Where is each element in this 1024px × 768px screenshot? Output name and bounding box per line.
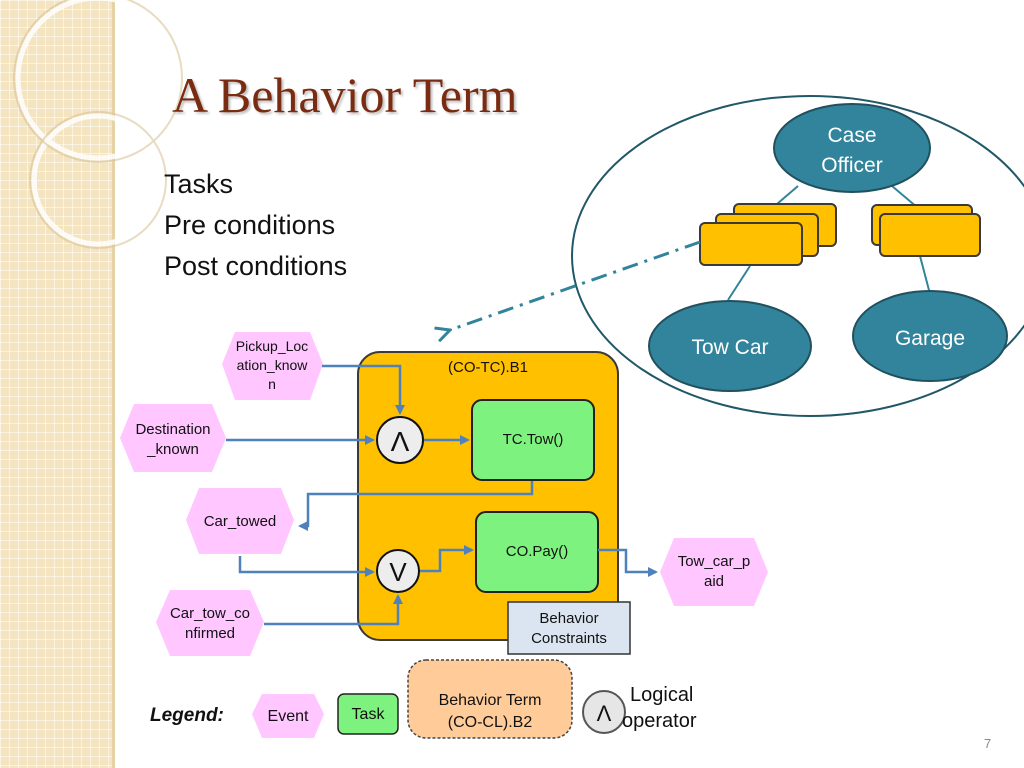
event-destination: Destination _known <box>120 404 226 472</box>
event-car-tow-confirmed: Car_tow_co nfirmed <box>156 590 264 656</box>
node-case-officer-line2: Officer <box>821 154 882 177</box>
operator-or-symbol: V <box>389 557 407 587</box>
node-case-officer: Case Officer <box>773 103 931 193</box>
event-tow-car-paid-line2: aid <box>704 573 724 590</box>
legend-task: Task <box>337 693 399 735</box>
behavior-constraints: Behavior Constraints <box>507 601 631 655</box>
operator-or: V <box>376 549 420 593</box>
legend-event-label: Event <box>268 708 309 725</box>
decorative-rings <box>15 0 181 247</box>
event-car-towed: Car_towed <box>186 488 294 554</box>
legend-task-label: Task <box>352 706 386 723</box>
legend-title: Legend: <box>150 705 224 726</box>
node-tow-car: Tow Car <box>648 300 812 392</box>
node-case-officer-line1: Case <box>827 124 876 147</box>
sidebar-edge <box>112 0 115 768</box>
task-pay-label: CO.Pay() <box>506 543 569 560</box>
event-car-towed-label: Car_towed <box>204 513 277 530</box>
legend-behavior-term-line2: (CO-CL).B2 <box>448 714 533 731</box>
legend-operator-symbol: Λ <box>597 701 612 726</box>
legend-operator-line1: Logical <box>630 684 693 706</box>
event-tow-car-paid-line1: Tow_car_p <box>678 553 751 570</box>
zoom-arrow <box>450 240 701 330</box>
event-destination-line2: _known <box>146 441 199 458</box>
event-pickup-line2: ation_know <box>237 357 309 373</box>
bullet-list: Tasks Pre conditions Post conditions <box>164 164 347 287</box>
event-tow-car-paid: Tow_car_p aid <box>660 538 768 606</box>
role-boxes-right <box>871 204 981 257</box>
event-pickup-location: Pickup_Loc ation_know n <box>222 332 323 400</box>
decorative-sidebar <box>0 0 112 768</box>
event-destination-line1: Destination <box>135 421 210 438</box>
legend-event: Event <box>252 694 324 738</box>
behavior-constraints-line1: Behavior <box>539 610 598 627</box>
task-tow: TC.Tow() <box>471 399 595 481</box>
bullet-tasks: Tasks <box>164 169 234 199</box>
node-tow-car-label: Tow Car <box>691 336 768 359</box>
operator-and: Λ <box>376 416 424 464</box>
bullet-pre-conditions: Pre conditions <box>164 210 336 240</box>
legend-operator: Λ Logical operator <box>582 684 697 734</box>
legend-behavior-term-line1: Behavior Term <box>439 692 542 709</box>
operator-and-symbol: Λ <box>391 426 410 457</box>
event-pickup-line1: Pickup_Loc <box>236 338 308 354</box>
flow-arrows <box>226 364 658 626</box>
task-pay: CO.Pay() <box>475 511 599 593</box>
org-chart-boundary <box>571 95 1024 417</box>
task-tow-label: TC.Tow() <box>503 431 564 448</box>
page-title: A Behavior Term <box>172 67 518 123</box>
legend-operator-line2: operator <box>622 710 697 732</box>
event-pickup-line3: n <box>268 376 276 392</box>
node-garage-label: Garage <box>895 327 965 350</box>
behavior-constraints-line2: Constraints <box>531 630 607 647</box>
role-boxes-left <box>699 203 837 266</box>
page-number: 7 <box>984 736 992 751</box>
node-garage: Garage <box>852 290 1008 382</box>
event-car-tow-confirmed-line2: nfirmed <box>185 625 235 642</box>
bullet-post-conditions: Post conditions <box>164 251 348 281</box>
behavior-term-label: (CO-TC).B1 <box>448 359 528 376</box>
legend-behavior-term: Behavior Term (CO-CL).B2 <box>407 659 573 739</box>
event-car-tow-confirmed-line1: Car_tow_co <box>170 605 250 622</box>
